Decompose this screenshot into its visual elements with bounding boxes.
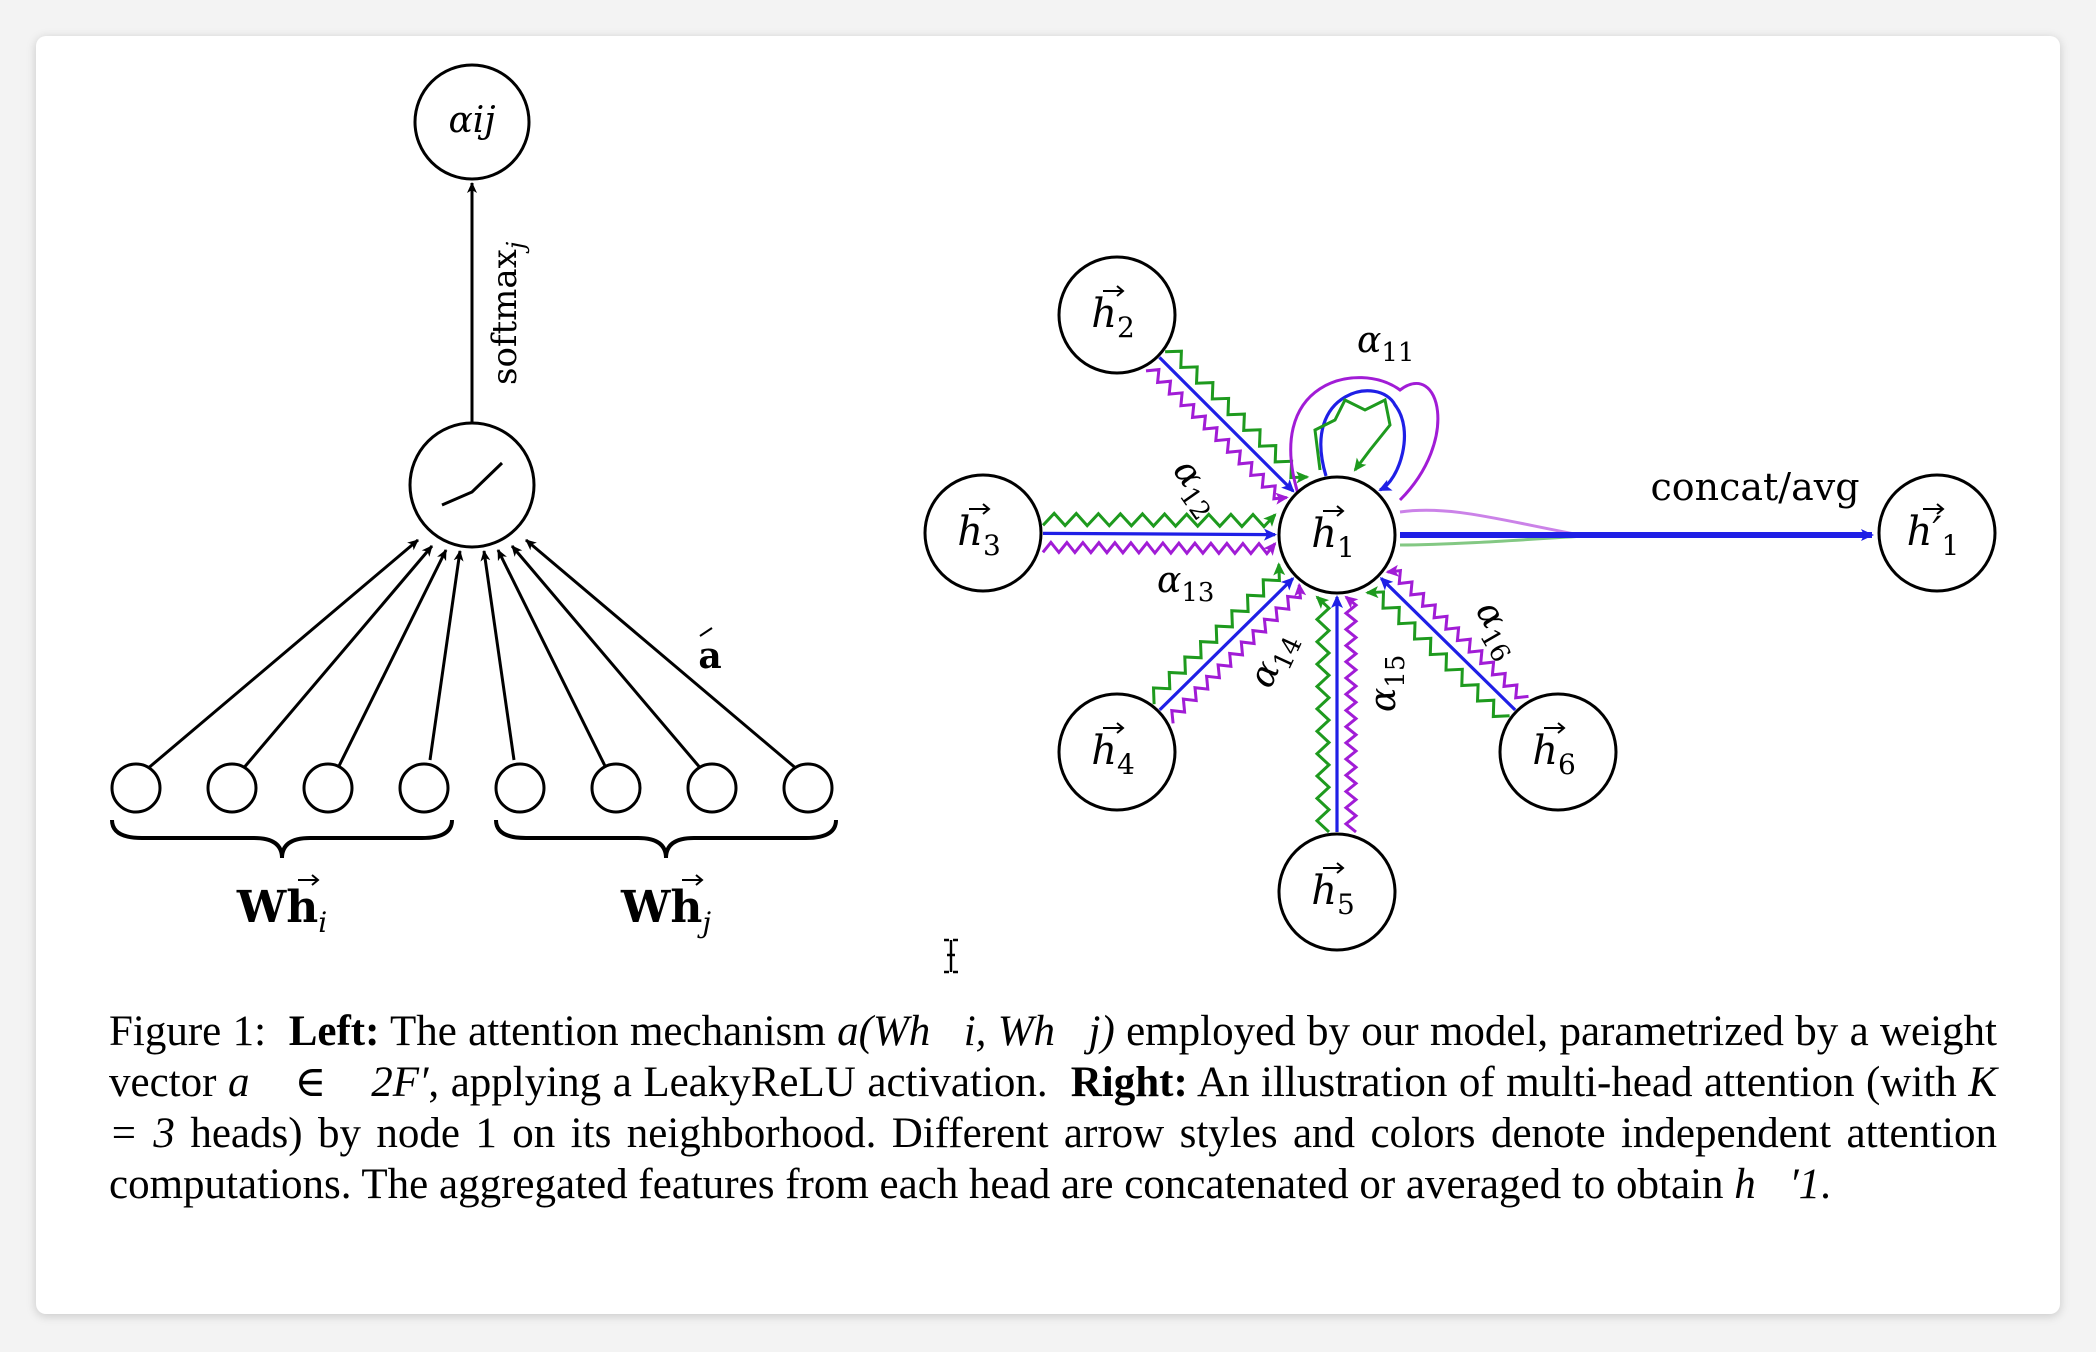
leakyrelu-node [408, 421, 536, 549]
caption-formula: h⃗′1 [1734, 1161, 1821, 1208]
neighbor-node-4-circle [1057, 692, 1177, 812]
figure-card [36, 36, 2060, 1314]
input-arrow [335, 549, 448, 771]
group-j-label: Whj [620, 882, 711, 939]
feature-node [590, 762, 642, 814]
edge-head2 [1365, 586, 1510, 719]
input-arrow [525, 538, 799, 772]
alpha-output-node [413, 63, 531, 181]
left-bold: Left: [288, 1008, 380, 1055]
leakyrelu-icon [441, 461, 504, 507]
feature-node [686, 762, 738, 814]
caption-formula: a(Wh⃗i, Wh⃗j) [837, 1008, 1115, 1055]
feature-node [398, 762, 450, 814]
feature-node [302, 762, 354, 814]
input-arrow [480, 550, 516, 761]
caption-text: . [1820, 1161, 1831, 1208]
neighbor-node-3-label: h3 [957, 509, 1001, 562]
caption-formula: K = 3 [109, 1059, 1997, 1157]
figure-label: Figure 1: [109, 1008, 267, 1055]
softmax-label: softmaxj [485, 241, 530, 385]
graph-nodes: h1 h′1 h2 h3 h4 h5 h6 [923, 255, 1997, 952]
feature-node [494, 762, 546, 814]
vector-arrow-icon [969, 503, 991, 515]
concat-label: concat/avg [1650, 465, 1859, 509]
neighbor-node-2-circle [1057, 255, 1177, 375]
figure-caption: Figure 1: Left: The attention mechanism … [109, 1006, 1997, 1210]
edge-head1 [1042, 528, 1278, 541]
vector-arrow-icon [1323, 505, 1345, 517]
self-loop-head1 [1319, 389, 1406, 492]
edge-label-16: α16 [1461, 594, 1531, 668]
output-node-label: h′1 [1907, 509, 1960, 562]
input-arrow [496, 549, 609, 771]
input-arrow [510, 545, 704, 771]
weight-vector-label: a [698, 635, 721, 677]
vector-arrow-icon [298, 874, 320, 886]
vector-arrow-icon [682, 874, 704, 886]
edge-head2 [1314, 595, 1332, 834]
caption-text: heads) by node 1 on its neighborhood. Di… [109, 1110, 1997, 1208]
brace-j-icon [494, 819, 838, 859]
edge-label-12: α12 [1159, 452, 1231, 527]
input-arrows [145, 538, 799, 772]
caption-text: , applying a LeakyReLU activation. [428, 1059, 1048, 1106]
brace-i-icon [110, 819, 454, 859]
caption-text: employed by our model, parametrized by a… [109, 1008, 1998, 1106]
edge-head3 [1041, 540, 1277, 557]
concat-edge-head3 [1399, 508, 1860, 537]
edge-head3 [1385, 564, 1529, 700]
vector-arrow-icon [1103, 722, 1125, 734]
edge-head2 [1151, 562, 1286, 705]
feature-node [110, 762, 162, 814]
caption-text: The attention mechanism [390, 1008, 826, 1055]
center-node-circle [1277, 475, 1397, 595]
edge-head3 [1343, 595, 1359, 834]
edge-head1 [1158, 577, 1295, 712]
edge-label-15: α15 [1363, 655, 1411, 712]
edge-head2 [1041, 511, 1277, 529]
edge-head1 [1379, 577, 1517, 712]
edge-label-13: α13 [1157, 560, 1214, 608]
output-node-circle [1877, 473, 1997, 593]
vector-arrow-icon [1323, 862, 1345, 874]
text-cursor-icon [944, 938, 958, 974]
feature-node [782, 762, 834, 814]
neighbor-node-6-label: h6 [1532, 728, 1576, 781]
input-arrow [428, 550, 464, 761]
alpha-output-label: αij [449, 100, 496, 141]
caption-formula: a⃗ ∈ ℝ2F′ [227, 1059, 429, 1106]
vector-arrow-icon [1923, 503, 1945, 515]
vector-arrow-icon [1103, 285, 1125, 297]
self-loop-head3 [1289, 376, 1440, 502]
feature-node [206, 762, 258, 814]
weight-vector-arrow-icon [699, 627, 713, 637]
vector-arrow-icon [1544, 722, 1566, 734]
neighbor-node-5-label: h5 [1311, 868, 1355, 921]
edge-label-11: α11 [1357, 320, 1414, 368]
input-arrow [240, 545, 434, 771]
neighbor-node-5-circle [1277, 832, 1397, 952]
edge-head3 [1145, 367, 1289, 505]
group-i-label: Whi [236, 882, 327, 939]
input-feature-nodes [110, 762, 834, 814]
neighbor-node-4-label: h4 [1091, 728, 1135, 781]
edge-head3 [1170, 582, 1307, 724]
neighbor-node-3-circle [923, 473, 1043, 593]
input-arrow [145, 538, 419, 772]
left-diagram: αij softmaxj a [110, 63, 838, 939]
right-bold: Right: [1070, 1059, 1188, 1106]
right-diagram: concat/avg h1 h′1 h2 h3 h4 h5 h6 α11 α12 α13 α14 α… [923, 255, 1997, 952]
neighbor-node-2-label: h2 [1091, 291, 1135, 344]
edge-label-14: α14 [1241, 624, 1309, 696]
caption-text: An illustration of multi-head attention … [1196, 1059, 1957, 1106]
attention-edges [1041, 349, 1529, 834]
edge-head1 [1158, 356, 1295, 493]
edge-head2 [1165, 349, 1310, 484]
neighbor-node-6-circle [1498, 692, 1618, 812]
center-node-label: h1 [1311, 511, 1355, 564]
self-loop-head2 [1313, 397, 1392, 472]
